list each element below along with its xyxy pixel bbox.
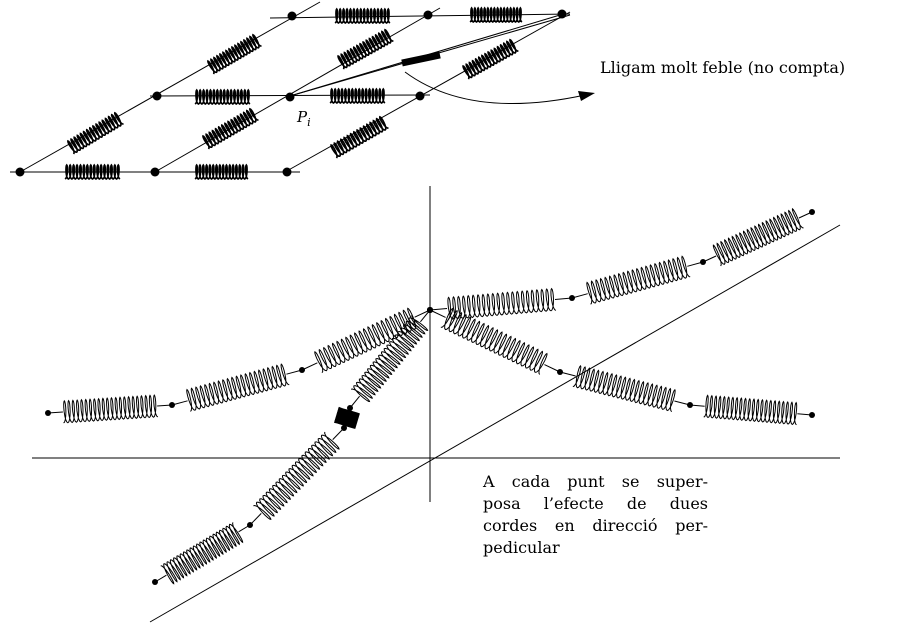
chain-node — [347, 405, 353, 411]
point-label-subscript: i — [307, 116, 311, 129]
lattice-line — [269, 13, 571, 19]
lattice-node — [15, 167, 25, 177]
chain-spring — [350, 314, 429, 403]
lattice-spring — [67, 111, 124, 155]
chain-spring — [572, 364, 676, 413]
lattice-spring — [462, 38, 519, 80]
lattice-node — [282, 167, 292, 177]
lattice-spring — [202, 107, 259, 150]
weak-link-bar — [401, 51, 441, 67]
weak-link-arrowhead — [578, 91, 595, 101]
chain-node — [569, 295, 575, 301]
lattice-spring — [64, 163, 121, 180]
lattice-line — [154, 7, 441, 173]
chain-node — [299, 367, 305, 373]
lattice-line — [284, 11, 571, 173]
point-label-letter: P — [297, 108, 308, 126]
chain-node — [341, 425, 347, 431]
lattice-node — [287, 11, 297, 21]
lattice-spring — [194, 88, 251, 105]
weak-link-arrow — [404, 71, 586, 105]
chain-node — [700, 259, 706, 265]
chain-node — [169, 402, 175, 408]
chain-node — [809, 209, 815, 215]
caption-line: pedicular — [483, 538, 560, 557]
chain-spring — [586, 255, 691, 305]
chain-node — [427, 307, 433, 313]
chain-node — [809, 412, 815, 418]
lattice-spring — [194, 163, 249, 180]
lattice-spring — [334, 7, 391, 24]
chain-spring — [440, 307, 548, 375]
chain-spring — [703, 394, 798, 426]
caption-line: A cada punt se super- — [483, 472, 708, 491]
lattice-node — [285, 92, 295, 102]
lattice-spring — [330, 115, 389, 159]
chain-node — [45, 410, 51, 416]
lattice-spring — [329, 87, 386, 104]
lattice-node — [415, 91, 425, 101]
caption: A cada punt se super- posa l’efecte de d… — [483, 471, 708, 559]
lattice-node — [152, 91, 162, 101]
chain-node — [152, 579, 158, 585]
lattice-spring — [337, 28, 394, 70]
weak-link-label: Lligam molt feble (no compta) — [600, 58, 846, 77]
chain-spring — [334, 406, 360, 429]
chain-spring — [63, 394, 159, 424]
caption-line: cordes en direcció per- — [483, 516, 708, 535]
lattice-node — [423, 10, 433, 20]
lattice-node — [557, 9, 567, 19]
lattice-spring — [469, 6, 523, 23]
chain-spring — [712, 207, 804, 267]
chain-spring — [253, 431, 340, 521]
chain-spring — [160, 522, 244, 585]
chain-spring — [314, 307, 420, 374]
lattice-spring — [207, 33, 262, 75]
chain-node — [557, 369, 563, 375]
point-label: Pi — [297, 108, 311, 129]
chain-spring — [186, 363, 290, 412]
chain-node — [687, 402, 693, 408]
lattice-line — [19, 1, 321, 173]
chain-node — [247, 522, 253, 528]
oblique-axis — [149, 224, 841, 623]
caption-line: posa l’efecte de dues — [483, 494, 708, 513]
lattice-node — [150, 167, 160, 177]
chain-spring — [447, 287, 557, 320]
